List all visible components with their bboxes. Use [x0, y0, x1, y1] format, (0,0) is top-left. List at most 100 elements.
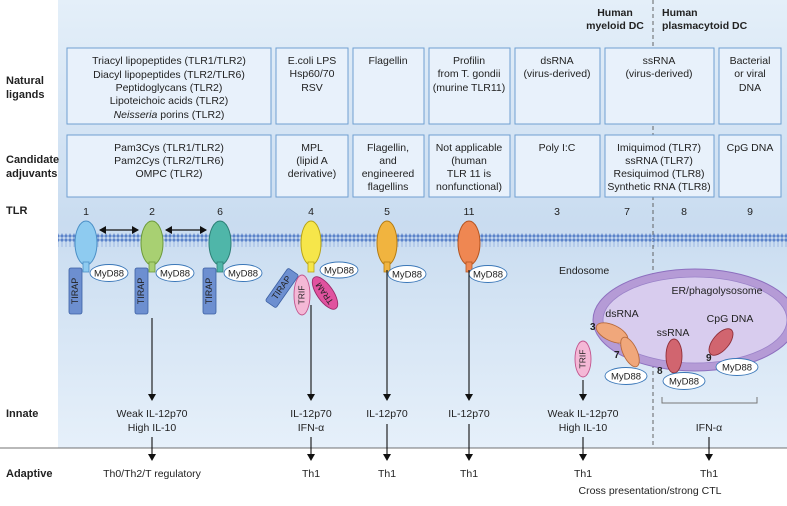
adaptive-tlr2: Th0/Th2/T regulatory [103, 468, 202, 480]
ligand-text: dsRNA [540, 55, 573, 67]
myd88-label: MyD88 [669, 377, 699, 388]
ligand-box-tlr7-8 [604, 47, 715, 125]
ssrna-label: ssRNA [657, 327, 690, 339]
innate-tlr11: IL-12p70 [448, 408, 490, 420]
header-myeloid-1: Human [597, 7, 633, 19]
adjuvant-box-tlr9 [718, 134, 782, 198]
tlr-number-4: 4 [308, 206, 314, 218]
tirap-adaptor: TIRAP [202, 267, 217, 315]
myd88-adaptor: MyD88 [319, 261, 359, 279]
ligand-box-tlr3 [514, 47, 601, 125]
tlr-number-11: 11 [464, 206, 475, 218]
trif-adaptor: TRIF [574, 340, 592, 378]
dsrna-label: dsRNA [605, 308, 638, 320]
adjuvant-box-tlr7-8 [604, 134, 715, 198]
tlr8-receptor [665, 338, 683, 374]
row-label-natural-2: ligands [6, 89, 45, 101]
tirap-adaptor: TIRAP [134, 267, 149, 315]
ligand-text: Peptidoglycans (TLR2) [116, 82, 223, 94]
ligand-text: Triacyl lipopeptides (TLR1/TLR2) [92, 55, 246, 67]
adjuvant-text: (lipid A [296, 155, 328, 167]
cell-membrane [58, 233, 787, 247]
adjuvant-text: and [379, 155, 397, 167]
adjuvant-text: (human [451, 155, 487, 167]
innate-tlr4-2: IFN-α [298, 422, 324, 434]
adjuvant-box-tlr4 [275, 134, 349, 198]
myd88-label: MyD88 [392, 270, 422, 281]
ligand-text: ssRNA [643, 55, 676, 67]
tlr11-receptor [457, 220, 481, 273]
adjuvant-text: Resiquimod (TLR8) [613, 168, 704, 180]
adjuvant-text: engineered [362, 168, 415, 180]
endo-tlr7-number: 7 [614, 350, 620, 361]
innate-tlr3-1: Weak IL-12p70 [547, 408, 618, 420]
adjuvant-text: nonfunctional) [436, 181, 502, 193]
myd88-adaptor: MyD88 [89, 264, 129, 282]
myd88-label: MyD88 [611, 372, 641, 383]
adjuvant-text: TLR 11 is [447, 168, 491, 180]
adaptive-tlr3: Th1 [574, 468, 592, 480]
row-label-natural-1: Natural [6, 75, 44, 87]
ligand-box-tlr4 [275, 47, 349, 125]
innate-tlr3-2: High IL-10 [559, 422, 608, 434]
ligand-text: Diacyl lipopeptides (TLR2/TLR6) [93, 69, 245, 81]
ligand-box-tlr5 [352, 47, 425, 125]
adaptive-tlr4: Th1 [302, 468, 320, 480]
innate-tlr5: IL-12p70 [366, 408, 408, 420]
adjuvant-text: Imiquimod (TLR7) [617, 142, 701, 154]
er-tlr9-number: 9 [706, 353, 712, 364]
ligand-text: Flagellin [368, 55, 407, 67]
adjuvant-box-tlr11 [428, 134, 511, 198]
tlr-number-9: 9 [747, 206, 753, 218]
innate-tlr2-1: Weak IL-12p70 [116, 408, 187, 420]
adaptive-tlr5: Th1 [378, 468, 396, 480]
tlr4-receptor [300, 220, 322, 273]
adjuvant-text: Flagellin, [367, 142, 409, 154]
myd88-adaptor: MyD88 [155, 264, 195, 282]
ligand-text: E.coli LPS [288, 55, 336, 67]
myd88-adaptor: MyD88 [715, 358, 759, 376]
trif-label: TRIF [296, 286, 306, 305]
innate-tlr8-9: IFN-α [696, 422, 722, 434]
header-plasmacytoid-1: Human [662, 7, 698, 19]
endo-tlr3-number: 3 [590, 322, 596, 333]
tlr1-receptor [74, 220, 98, 273]
adjuvant-box-tlr3 [514, 134, 601, 198]
ligand-text: DNA [739, 82, 761, 94]
endosome-label: Endosome [559, 265, 609, 277]
cpg-dna-label: CpG DNA [707, 313, 754, 325]
ligand-box-tlr1-2-6 [66, 47, 272, 125]
tlr-number-7: 7 [624, 206, 630, 218]
ligand-text: RSV [301, 82, 323, 94]
ligand-text: (virus-derived) [523, 68, 590, 80]
adjuvant-text: MPL [301, 142, 323, 154]
myd88-label: MyD88 [722, 363, 752, 374]
row-label-innate: Innate [6, 408, 38, 420]
ligand-text: Bacterial [730, 55, 771, 67]
cross-presentation-note: Cross presentation/strong CTL [579, 485, 722, 497]
myd88-label: MyD88 [228, 269, 258, 280]
innate-tlr2-2: High IL-10 [128, 422, 177, 434]
adjuvant-box-tlr5 [352, 134, 425, 198]
adjuvant-text: Pam2Cys (TLR2/TLR6) [114, 155, 224, 167]
tlr7-receptor [620, 336, 640, 368]
adjuvant-text: Poly I:C [539, 142, 576, 154]
er-phagolysosome-label: ER/phagolysosome [671, 285, 762, 297]
innate-tlr4-1: IL-12p70 [290, 408, 332, 420]
tlr-number-5: 5 [384, 206, 390, 218]
row-label-adaptive: Adaptive [6, 468, 52, 480]
trif-adaptor: TRIF [293, 274, 311, 316]
adjuvant-text: Synthetic RNA (TLR8) [607, 181, 710, 193]
header-myeloid-2: myeloid DC [586, 20, 644, 32]
row-label-candidate-2: adjuvants [6, 168, 57, 180]
ligand-text: Lipoteichoic acids (TLR2) [110, 95, 228, 107]
adjuvant-text: Not applicable [436, 142, 503, 154]
tlr2-receptor [140, 220, 164, 273]
tirap-label: TIRAP [204, 278, 214, 305]
tlr-number-1: 1 [83, 206, 89, 218]
ligand-text-neisseria: Neisseria porins (TLR2) [114, 109, 225, 121]
myd88-adaptor: MyD88 [387, 265, 427, 283]
myd88-label: MyD88 [324, 266, 354, 277]
